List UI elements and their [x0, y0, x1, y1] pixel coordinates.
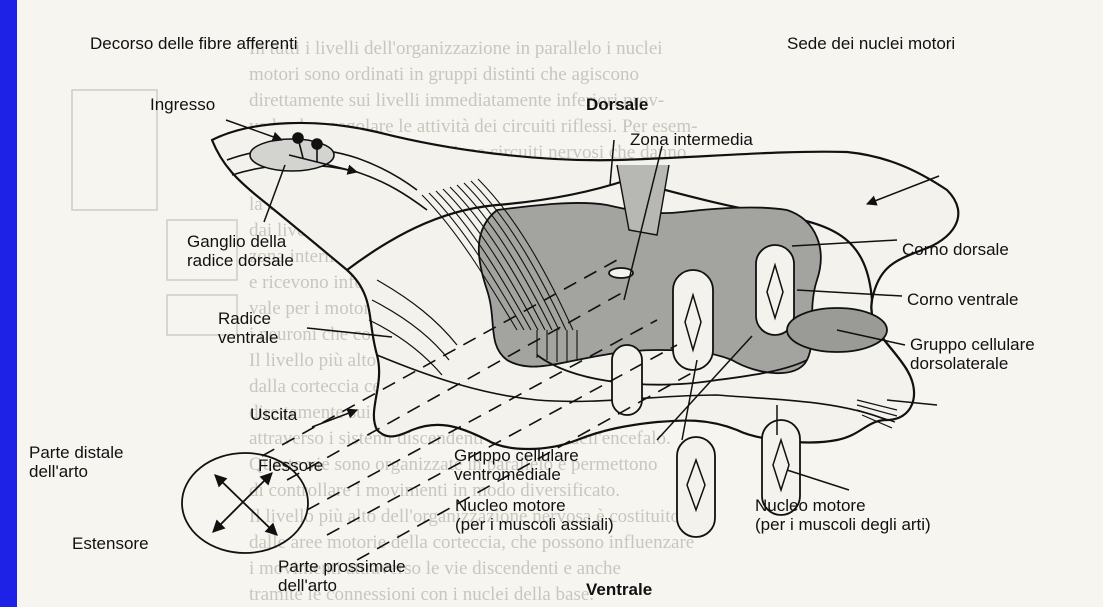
label-dorsolateral-group: Gruppo cellulare dorsolaterale: [910, 335, 1035, 373]
label-motor-nucleus-limbs: Nucleo motore (per i muscoli degli arti): [755, 496, 931, 534]
label-ventral-horn: Corno ventrale: [907, 290, 1019, 309]
label-dorsal-horn: Corno dorsale: [902, 240, 1009, 259]
label-motor-nuclei-site: Sede dei nuclei motori: [787, 34, 955, 53]
diagram-panel: In tutti i livelli dell'organizzazione i…: [17, 0, 1103, 607]
background-boxes: [72, 90, 237, 335]
label-proximal-limb: Parte prossimale dell'arto: [278, 557, 406, 595]
label-dorsal: Dorsale: [586, 95, 648, 114]
label-intermediate-zone: Zona intermedia: [630, 130, 753, 149]
label-ventral-root: Radice ventrale: [218, 309, 278, 347]
label-flexor: Flessore: [258, 456, 323, 475]
label-distal-limb: Parte distale dell'arto: [29, 443, 124, 481]
label-input: Ingresso: [150, 95, 215, 114]
label-motor-nucleus-axial: Nucleo motore (per i muscoli assiali): [455, 496, 614, 534]
label-ventromedial-group: Gruppo cellulare ventromediale: [454, 446, 579, 484]
label-ventral: Ventrale: [586, 580, 652, 599]
label-dorsal-root-ganglion: Ganglio della radice dorsale: [187, 232, 294, 270]
label-output: Uscita: [250, 405, 297, 424]
label-afferent-path: Decorso delle fibre afferenti: [90, 34, 298, 53]
label-extensor: Estensore: [72, 534, 149, 553]
